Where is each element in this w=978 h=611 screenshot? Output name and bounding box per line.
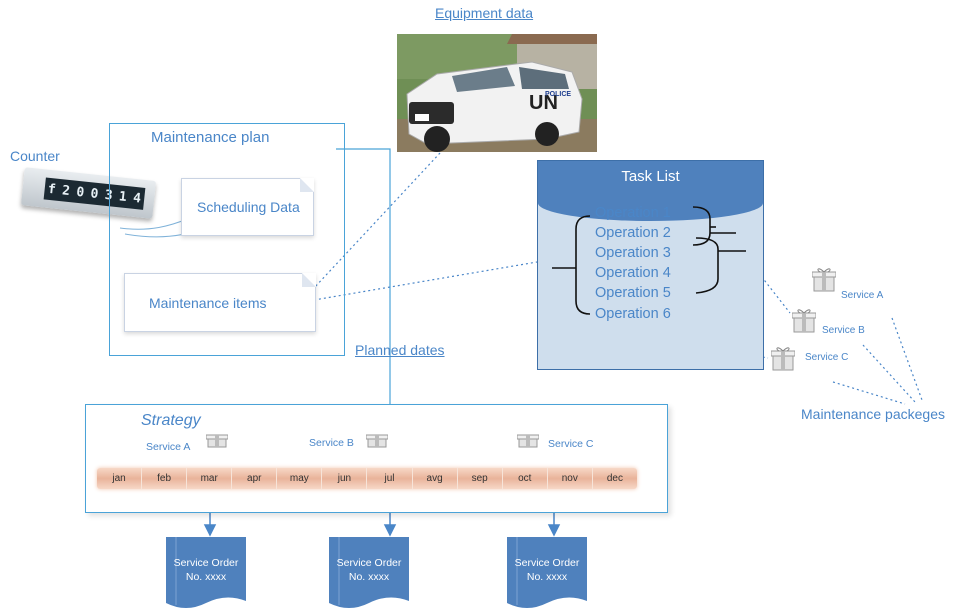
serviceC-to-packages-dotted	[832, 381, 906, 405]
items-to-tasklist-dotted	[313, 261, 538, 301]
strategy-service-a-label: Service A	[146, 441, 191, 453]
counter-digit: 0	[75, 184, 85, 201]
planned-dates-label: Planned dates	[355, 342, 445, 358]
scheduling-data-label: Scheduling Data	[197, 199, 300, 215]
month-cell: dec	[606, 473, 623, 484]
service-order-line1: Service Order	[173, 557, 239, 569]
counter-digit: 2	[61, 182, 71, 199]
operation-item: Operation 5	[595, 285, 671, 301]
service-order-line1: Service Order	[514, 557, 580, 569]
month-cell: jun	[322, 468, 368, 489]
service-order-line2: No. xxxx	[348, 571, 390, 583]
operation-item: Operation 1	[595, 205, 671, 221]
strategy-title: Strategy	[141, 412, 201, 429]
gift-icon	[770, 345, 796, 376]
month-cell: feb	[142, 468, 188, 489]
vehicle-image: UN POLICE	[397, 34, 597, 152]
operation-item: Operation 6	[595, 306, 671, 322]
month-cell: sep	[458, 468, 503, 489]
counter-digit: 0	[89, 185, 100, 202]
counter-digit: f	[47, 181, 57, 198]
gift-icon	[811, 266, 837, 297]
serviceB-to-packages-dotted	[862, 344, 916, 403]
operation-item: Operation 3	[595, 245, 671, 261]
month-cell: may	[277, 468, 323, 489]
month-cell: apr	[232, 468, 278, 489]
package-service-c-label: Service C	[805, 352, 849, 363]
strategy-box	[85, 404, 668, 513]
equipment-data-label: Equipment data	[435, 5, 534, 21]
gift-icon	[516, 432, 540, 453]
strategy-service-b-label: Service B	[309, 437, 354, 449]
gift-icon	[205, 432, 229, 453]
serviceA-to-packages-dotted	[891, 317, 923, 401]
month-cell: avg	[413, 468, 458, 489]
task-list-panel: Task List Operation 1 Operation 2 Operat…	[537, 160, 764, 370]
package-service-a-label: Service A	[841, 290, 884, 301]
gift-icon	[791, 307, 817, 338]
maintenance-plan-box	[109, 123, 345, 356]
task-list-title: Task List	[621, 168, 680, 185]
equipment-to-items-dotted	[313, 152, 441, 289]
maintenance-items-card: Maintenance items	[124, 273, 316, 332]
month-cell: nov	[548, 468, 593, 489]
service-order-line2: No. xxxx	[185, 571, 227, 583]
maintenance-items-label: Maintenance items	[149, 295, 267, 311]
gift-icon	[365, 432, 389, 453]
strategy-service-c-label: Service C	[548, 438, 594, 450]
maintenance-plan-title: Maintenance plan	[151, 129, 270, 146]
task-list-header	[538, 161, 763, 221]
operation-item: Operation 4	[595, 265, 671, 281]
operation-item: Operation 2	[595, 225, 671, 241]
service-order-line2: No. xxxx	[526, 571, 568, 583]
scheduling-data-card: Scheduling Data	[181, 178, 314, 236]
svg-text:UN: UN	[529, 92, 558, 114]
month-cell: jul	[367, 468, 413, 489]
month-cell: jan	[97, 468, 143, 489]
month-timeline: jan feb mar apr may jun jul avg sep oct …	[97, 468, 637, 489]
operation-brackets	[552, 206, 746, 315]
month-cell: oct	[503, 468, 548, 489]
plan-to-strategy-line	[336, 148, 391, 404]
month-cell: mar	[187, 468, 233, 489]
svg-text:POLICE: POLICE	[545, 91, 571, 98]
counter-label: Counter	[10, 148, 60, 164]
maintenance-packages-label: Maintenance packeges	[801, 406, 945, 422]
service-order-line1: Service Order	[336, 557, 402, 569]
package-service-b-label: Service B	[822, 325, 865, 336]
